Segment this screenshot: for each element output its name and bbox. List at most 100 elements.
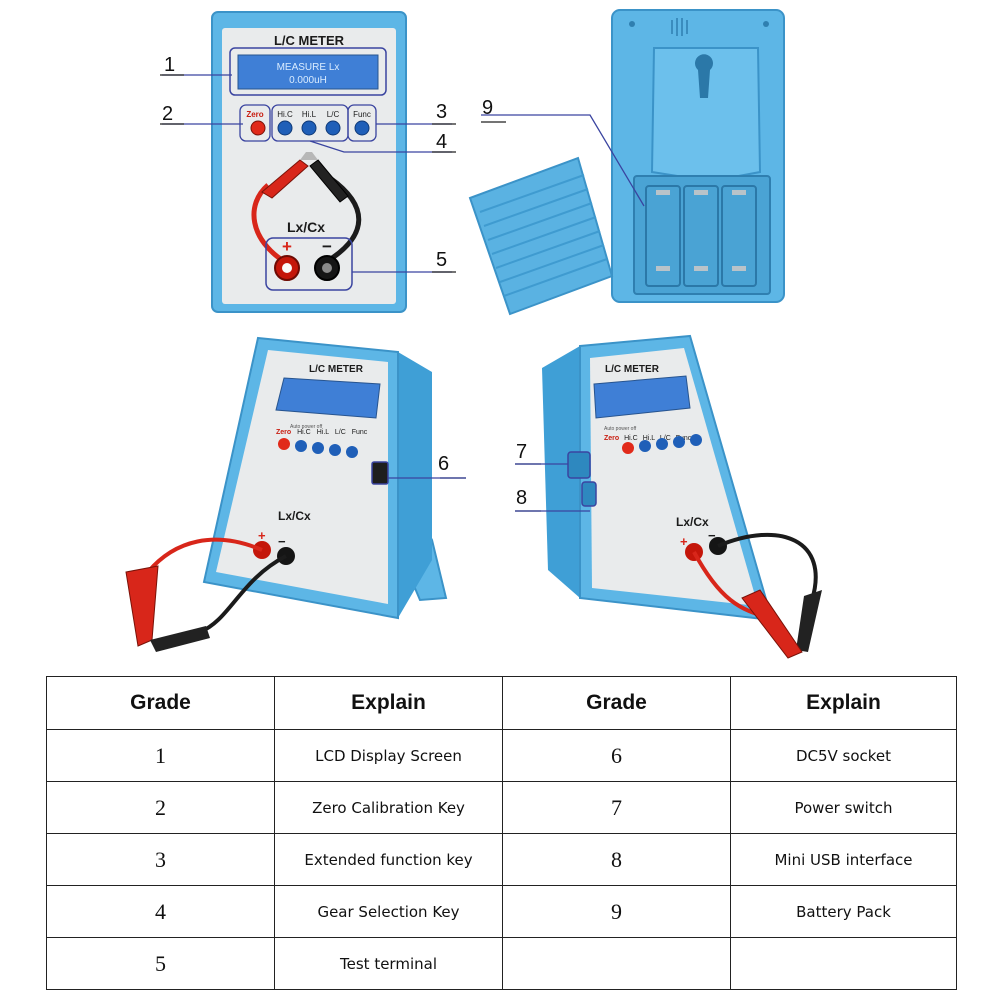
- callout-2: 2: [162, 103, 173, 125]
- speaker-grille: [671, 18, 688, 36]
- explain-cell: Battery Pack: [730, 885, 957, 938]
- lc-key: [325, 120, 341, 136]
- battery-slots: [645, 185, 757, 287]
- lcd-line-1: MEASURE Lx: [277, 62, 340, 73]
- callout-3: 3: [436, 101, 447, 123]
- key-label-lc: L/C: [327, 110, 340, 119]
- right-black-lead: [717, 532, 818, 601]
- left-minus: −: [278, 534, 286, 549]
- grade-cell: 1: [46, 729, 275, 782]
- grade-cell: [502, 937, 731, 990]
- callout-7: 7: [516, 441, 527, 463]
- left-black-clip: [150, 626, 210, 652]
- zero-key-highlight: [239, 104, 271, 142]
- front-title: L/C METER: [274, 33, 345, 48]
- back-screw-left: [629, 21, 635, 27]
- key-label-zero: Zero: [246, 110, 263, 119]
- header-explain-1: Explain: [274, 676, 503, 730]
- table-row: 3 Extended function key 8 Mini USB inter…: [46, 833, 957, 886]
- table-header-row: Grade Explain Grade Explain: [46, 676, 957, 730]
- power-switch: [567, 451, 591, 479]
- grade-cell: 5: [46, 937, 275, 990]
- explain-cell: Test terminal: [274, 937, 503, 990]
- callout-9: 9: [482, 97, 493, 119]
- hil-key: [301, 120, 317, 136]
- callout-4: 4: [436, 131, 447, 153]
- grade-cell: 7: [502, 781, 731, 834]
- front-lcd-highlight: [229, 47, 387, 96]
- left-zero-key: [278, 438, 290, 450]
- func-key-highlight: [347, 104, 377, 142]
- grade-cell: 9: [502, 885, 731, 938]
- red-clip: [261, 159, 309, 199]
- mini-usb-port: [581, 481, 597, 507]
- front-lcd-screen: [237, 54, 379, 90]
- grade-cell: 6: [502, 729, 731, 782]
- hic-key: [277, 120, 293, 136]
- grade-cell: 2: [46, 781, 275, 834]
- back-screw-right: [763, 21, 769, 27]
- right-title: L/C METER: [605, 364, 660, 375]
- table-row: 5 Test terminal: [46, 937, 957, 990]
- black-terminal-core: [322, 263, 332, 273]
- right-lc-key: [673, 436, 685, 448]
- callout-8: 8: [516, 487, 527, 509]
- left-terminal-label: Lx/Cx: [278, 509, 311, 523]
- left-plus: +: [258, 528, 266, 543]
- battery-compartment: [633, 175, 771, 295]
- left-key-labels: Zero Hi.C Hi.L L/C Func: [276, 429, 368, 436]
- explain-cell: DC5V socket: [730, 729, 957, 782]
- left-lcd: [275, 377, 381, 419]
- table-row: 2 Zero Calibration Key 7 Power switch: [46, 781, 957, 834]
- key-label-hil: Hi.L: [302, 110, 317, 119]
- left-small-print: Auto power off: [290, 424, 323, 430]
- left-black-lead: [199, 554, 287, 634]
- right-red-clip: [741, 589, 803, 659]
- side-view-left-meter: L/C METER Auto power off Zero Hi.C Hi.L …: [125, 336, 466, 652]
- table-row: 1 LCD Display Screen 6 DC5V socket: [46, 729, 957, 782]
- right-minus: −: [708, 528, 716, 543]
- side-view-right-meter: L/C METER Auto power off Zero Hi.C Hi.L …: [515, 334, 822, 659]
- grade-cell: 3: [46, 833, 275, 886]
- minus-sign: −: [322, 237, 332, 256]
- header-explain-2: Explain: [730, 676, 957, 730]
- explain-cell: Zero Calibration Key: [274, 781, 503, 834]
- left-title: L/C METER: [309, 364, 364, 375]
- left-hic-key: [295, 440, 307, 452]
- battery-cover: [468, 156, 614, 316]
- callout-6: 6: [438, 453, 449, 475]
- lcd-line-2: 0.000uH: [289, 75, 327, 86]
- left-red-lead: [146, 537, 263, 574]
- left-hil-key: [312, 442, 324, 454]
- dc-socket: [371, 461, 389, 485]
- terminal-highlight: [265, 237, 353, 291]
- callout-5: 5: [436, 249, 447, 271]
- product-figure: L/C METER MEASURE Lx 0.000uH Zero Hi.C H…: [125, 9, 822, 659]
- callout-1: 1: [164, 54, 175, 76]
- grade-cell: 8: [502, 833, 731, 886]
- front-view-meter: L/C METER MEASURE Lx 0.000uH Zero Hi.C H…: [211, 11, 407, 313]
- key-label-func: Func: [353, 110, 371, 119]
- right-hil-key: [656, 438, 668, 450]
- clip-tips: [300, 152, 318, 160]
- legend-table: Grade Explain Grade Explain 1 LCD Displa…: [46, 676, 957, 990]
- explain-cell: Power switch: [730, 781, 957, 834]
- key-label-hic: Hi.C: [277, 110, 293, 119]
- explain-cell: Gear Selection Key: [274, 885, 503, 938]
- right-side-edge: [542, 346, 580, 598]
- plus-sign: +: [282, 237, 292, 256]
- right-terminal-label: Lx/Cx: [676, 515, 709, 529]
- explain-cell: Mini USB interface: [730, 833, 957, 886]
- right-plus: +: [680, 534, 688, 549]
- battery-contacts: [656, 190, 746, 271]
- table-row: 4 Gear Selection Key 9 Battery Pack: [46, 885, 957, 938]
- red-terminal-core: [282, 263, 292, 273]
- back-view-meter: [468, 9, 785, 316]
- explain-cell: LCD Display Screen: [274, 729, 503, 782]
- black-clip: [309, 159, 349, 203]
- right-small-print: Auto power off: [604, 426, 637, 432]
- header-grade-1: Grade: [46, 676, 275, 730]
- zero-key: [250, 120, 266, 136]
- explain-cell: [730, 937, 957, 990]
- func-key: [354, 120, 370, 136]
